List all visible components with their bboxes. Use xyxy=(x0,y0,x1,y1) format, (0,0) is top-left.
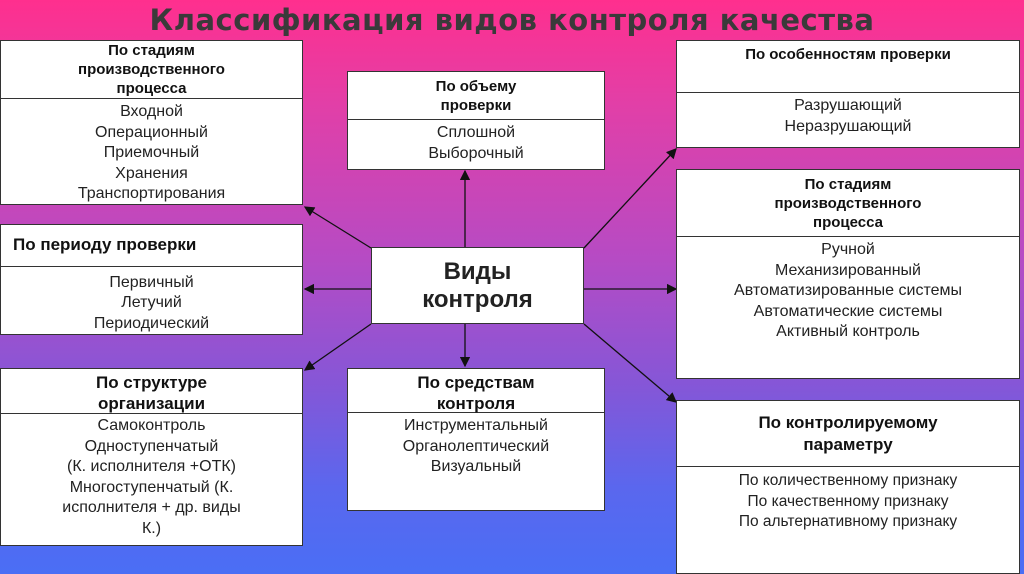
list-item: По количественному признаку xyxy=(738,472,958,489)
list-item: Сплошной xyxy=(436,124,516,141)
box-structure-list: Самоконтроль Одноступенчатый (К. исполни… xyxy=(1,414,302,539)
center-node-control-types: Виды контроля xyxy=(371,247,584,324)
box-stages-production-heading: По стадиям производственного процесса xyxy=(1,41,302,99)
list-item: По качественному признаку xyxy=(747,492,949,510)
box-volume: По объему проверки Сплошной Выборочный xyxy=(347,71,605,170)
list-item: Операционный xyxy=(95,123,208,141)
list-item: Первичный xyxy=(109,273,194,291)
box-volume-list: Сплошной Выборочный xyxy=(348,120,604,164)
list-item: Неразрушающий xyxy=(784,117,912,135)
box-period-heading: По периоду проверки xyxy=(1,225,302,267)
box-period: По периоду проверки Первичный Летучий Пе… xyxy=(0,224,303,335)
list-item: Органолептический xyxy=(402,437,550,455)
list-item: исполнителя + др. виды xyxy=(62,499,241,516)
list-item: Приемочный xyxy=(103,144,200,161)
list-item: Автоматизированные системы xyxy=(734,282,962,299)
list-item: Хранения xyxy=(115,164,188,182)
list-item: Входной xyxy=(120,103,183,120)
list-item: Самоконтроль xyxy=(97,417,206,434)
list-item: (К. исполнителя +ОТК) xyxy=(67,458,236,475)
box-features-heading: По особенностям проверки xyxy=(677,41,1019,93)
arrow-to-parameter xyxy=(583,323,677,403)
box-means-list: Инструментальный Органолептический Визуа… xyxy=(348,413,604,478)
box-stages-mechanization-heading: По стадиям производственного процесса xyxy=(677,170,1019,237)
list-item: Транспортирования xyxy=(77,185,226,202)
arrow-to-features xyxy=(583,148,677,249)
list-item: Разрушающий xyxy=(794,97,902,114)
list-item: Механизированный xyxy=(775,261,921,279)
list-item: Летучий xyxy=(121,294,182,311)
list-item: Одноступенчатый xyxy=(84,437,219,455)
box-features-list: Разрушающий Неразрушающий xyxy=(677,93,1019,137)
list-item: К.) xyxy=(141,519,162,537)
list-item: Автоматические системы xyxy=(753,302,943,320)
box-means: По средствам контроля Инструментальный О… xyxy=(347,368,605,511)
list-item: Визуальный xyxy=(430,458,522,475)
list-item: Выборочный xyxy=(428,144,524,162)
list-item: Периодический xyxy=(93,314,210,332)
box-means-heading: По средствам контроля xyxy=(348,369,604,413)
list-item: Инструментальный xyxy=(404,417,548,434)
box-period-list: Первичный Летучий Периодический xyxy=(1,267,302,335)
arrow-to-structure xyxy=(303,323,372,371)
box-parameter: По контролируемому параметру По количест… xyxy=(676,400,1020,574)
list-item: По альтернативному признаку xyxy=(738,513,958,530)
list-item: Активный контроль xyxy=(776,323,920,340)
box-structure-heading: По структуре организации xyxy=(1,369,302,414)
box-stages-production-list: Входной Операционный Приемочный Хранения… xyxy=(1,99,302,204)
list-item: Ручной xyxy=(821,241,875,258)
box-structure: По структуре организации Самоконтроль Од… xyxy=(0,368,303,546)
box-parameter-heading: По контролируемому параметру xyxy=(677,401,1019,467)
box-stages-production: По стадиям производственного процесса Вх… xyxy=(0,40,303,205)
page-title: Классификация видов контроля качества xyxy=(149,3,875,37)
box-parameter-list: По количественному признаку По качествен… xyxy=(677,467,1019,533)
box-volume-heading: По объему проверки xyxy=(348,72,604,120)
arrow-to-stages-production xyxy=(303,206,372,249)
box-stages-mechanization: По стадиям производственного процесса Ру… xyxy=(676,169,1020,379)
list-item: Многоступенчатый (К. xyxy=(69,478,234,496)
box-features: По особенностям проверки Разрушающий Нер… xyxy=(676,40,1020,148)
box-stages-mechanization-list: Ручной Механизированный Автоматизированн… xyxy=(677,237,1019,343)
